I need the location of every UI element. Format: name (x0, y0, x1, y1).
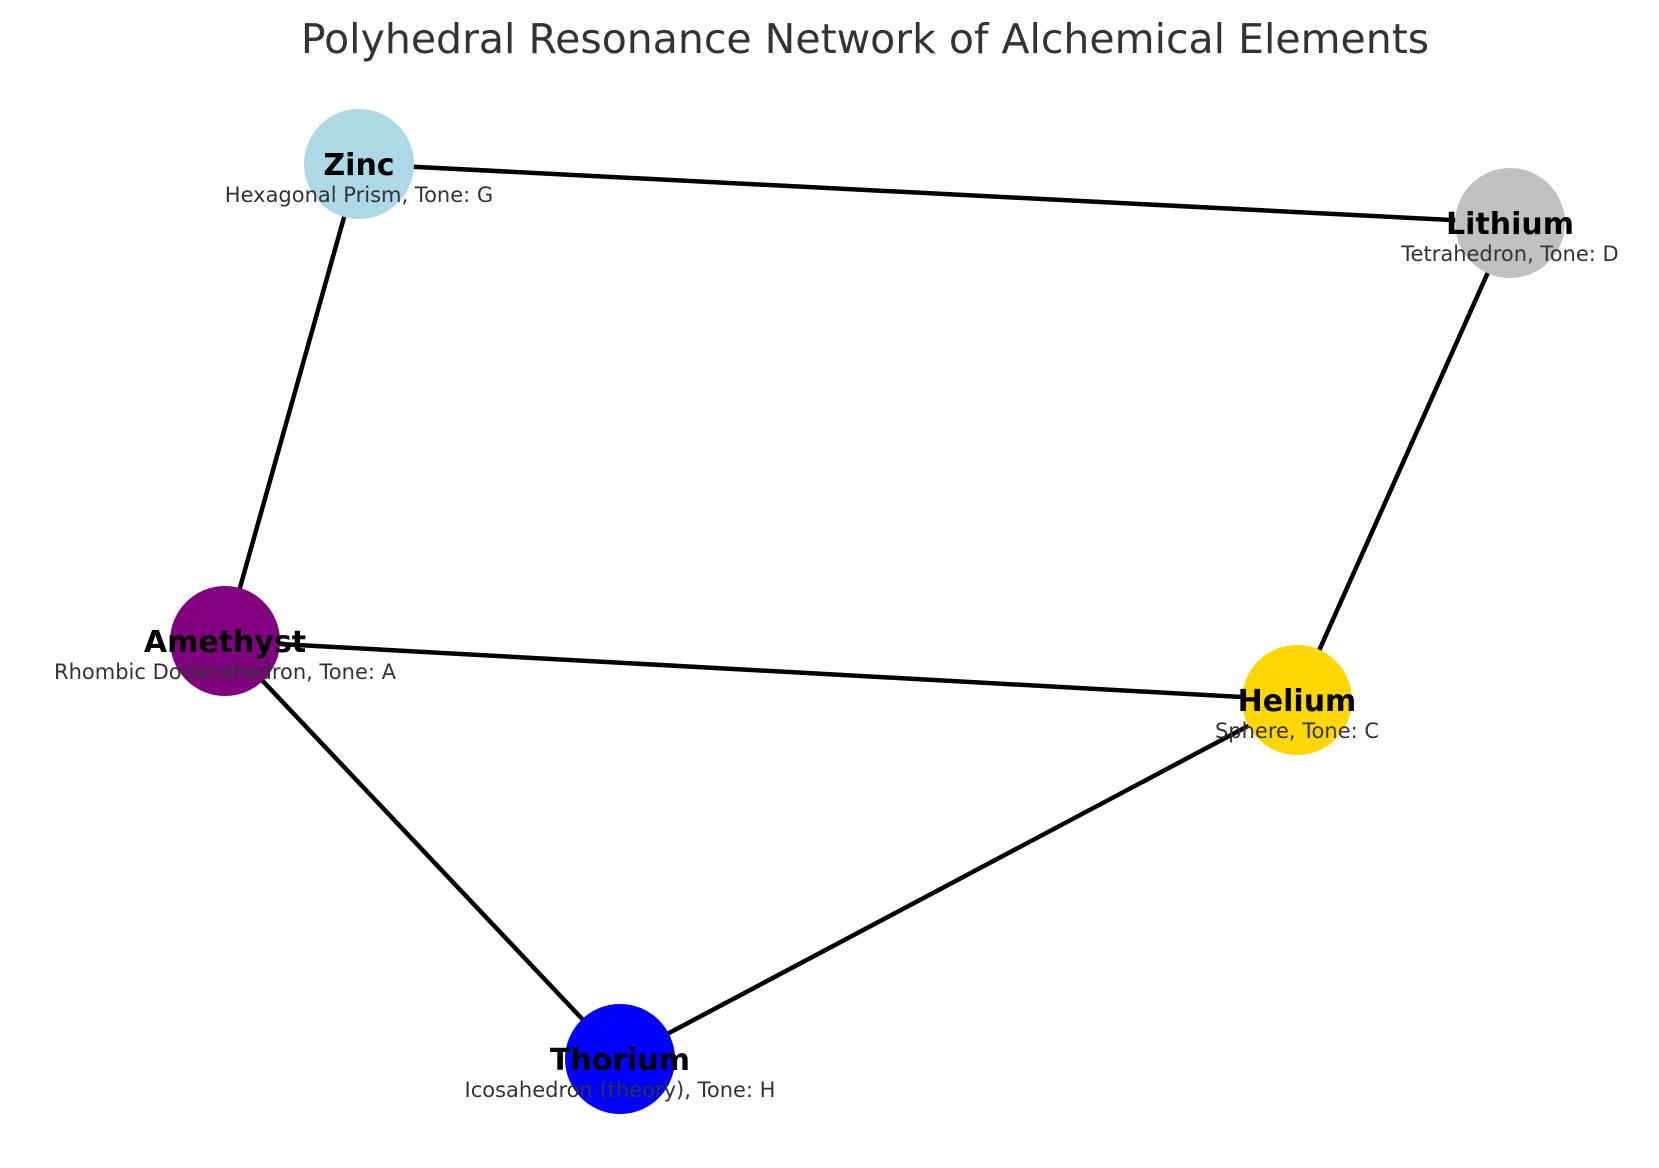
node-label-thorium: Thorium (550, 1043, 690, 1078)
node-label-helium: Helium (1238, 684, 1357, 719)
node-circle-zinc[interactable] (304, 109, 414, 219)
edges-layer (222, 161, 1513, 1061)
node-label-zinc: Zinc (323, 148, 394, 183)
edge-zinc-amethyst (222, 163, 362, 642)
node-circle-helium[interactable] (1242, 645, 1352, 755)
node-circle-lithium[interactable] (1455, 168, 1565, 278)
node-description-thorium: Icosahedron (theory), Tone: H (465, 1078, 776, 1102)
diagram-title: Polyhedral Resonance Network of Alchemic… (301, 15, 1429, 63)
edge-helium-thorium (618, 698, 1299, 1061)
node-description-amethyst: Rhombic Dodecahedron, Tone: A (54, 660, 397, 684)
node-circle-thorium[interactable] (565, 1004, 675, 1114)
edge-amethyst-helium (224, 638, 1298, 703)
node-label-lithium: Lithium (1446, 207, 1574, 242)
node-circle-amethyst[interactable] (170, 586, 280, 696)
node-description-lithium: Tetrahedron, Tone: D (1400, 242, 1618, 266)
node-description-zinc: Hexagonal Prism, Tone: G (225, 183, 493, 207)
edge-lithium-helium (1294, 222, 1513, 701)
edge-zinc-lithium (358, 161, 1511, 226)
edge-amethyst-thorium (223, 639, 622, 1061)
node-description-helium: Sphere, Tone: C (1215, 719, 1379, 743)
node-label-amethyst: Amethyst (144, 625, 306, 660)
